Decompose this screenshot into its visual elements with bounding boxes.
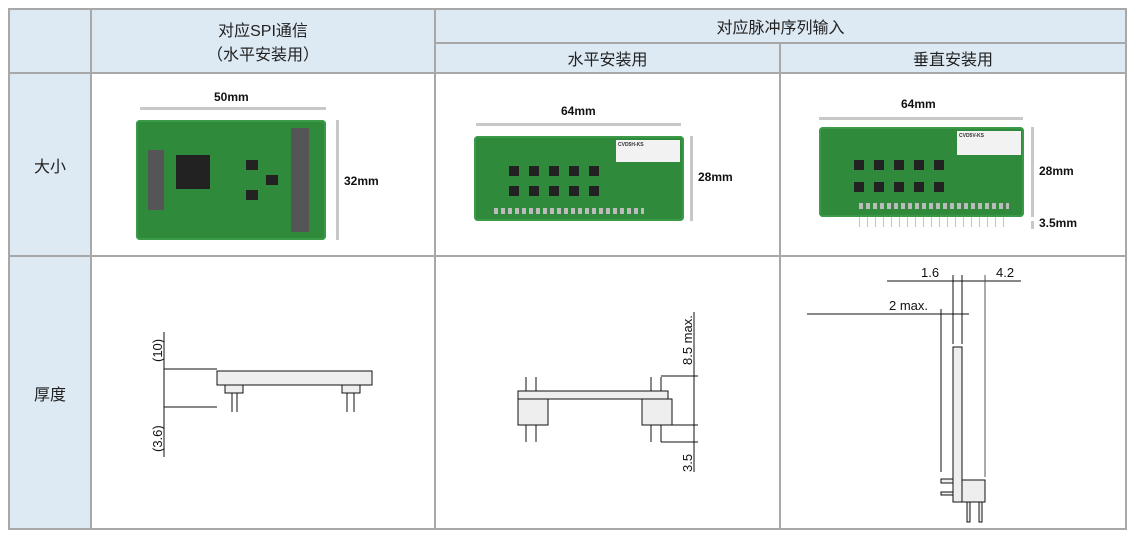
side-view-drawing: (10) (3.6) xyxy=(150,332,373,457)
svg-text:(10): (10) xyxy=(150,339,165,362)
header-spi-title: 对应SPI通信 xyxy=(218,23,308,40)
size-vertical: 64mm CVD5V-KS 28mm 3.5mm xyxy=(778,72,1128,257)
header-vertical: 垂直安装用 xyxy=(778,42,1128,74)
width-dim: 50mm xyxy=(214,90,249,104)
size-spi: 50mm 32mm xyxy=(90,72,436,257)
height-dim: 32mm xyxy=(344,174,379,188)
board-image: CVD5V-KS xyxy=(819,127,1024,217)
board-image xyxy=(136,120,326,240)
spec-table: 对应SPI通信 （水平安装用） 对应脉冲序列输入 水平安装用 垂直安装用 大小 5… xyxy=(8,8,1128,530)
header-spi-sub: （水平安装用） xyxy=(206,47,319,64)
row-label-thickness: 厚度 xyxy=(8,255,92,530)
svg-text:1.6: 1.6 xyxy=(921,265,939,280)
header-spi: 对应SPI通信 （水平安装用） xyxy=(90,8,436,74)
thickness-spi: (10) (3.6) xyxy=(90,255,436,530)
width-dim: 64mm xyxy=(901,97,936,111)
svg-text:4.2: 4.2 xyxy=(996,265,1014,280)
thickness-vertical: 1.6 4.2 2 max. xyxy=(778,255,1128,530)
header-pulse-group: 对应脉冲序列输入 xyxy=(433,8,1128,44)
width-dim: 64mm xyxy=(561,104,596,118)
header-horizontal: 水平安装用 xyxy=(434,42,781,74)
side-view-drawing: 1.6 4.2 2 max. xyxy=(807,265,1021,523)
svg-text:3.5: 3.5 xyxy=(680,454,695,472)
pin-length-dim: 3.5mm xyxy=(1039,216,1078,230)
board-image: CVD5H-KS xyxy=(474,136,684,221)
side-view-drawing: 8.5 max. 3.5 xyxy=(517,312,698,472)
svg-text:(3.6): (3.6) xyxy=(150,425,165,452)
svg-text:2 max.: 2 max. xyxy=(889,298,928,313)
height-dim: 28mm xyxy=(1039,164,1074,178)
thickness-horizontal: 8.5 max. 3.5 xyxy=(434,255,781,530)
size-horizontal: 64mm CVD5H-KS 28mm xyxy=(434,72,781,257)
corner-cell xyxy=(8,8,92,74)
height-dim: 28mm xyxy=(698,170,733,184)
svg-text:8.5 max.: 8.5 max. xyxy=(680,315,695,365)
row-label-size: 大小 xyxy=(8,72,92,257)
